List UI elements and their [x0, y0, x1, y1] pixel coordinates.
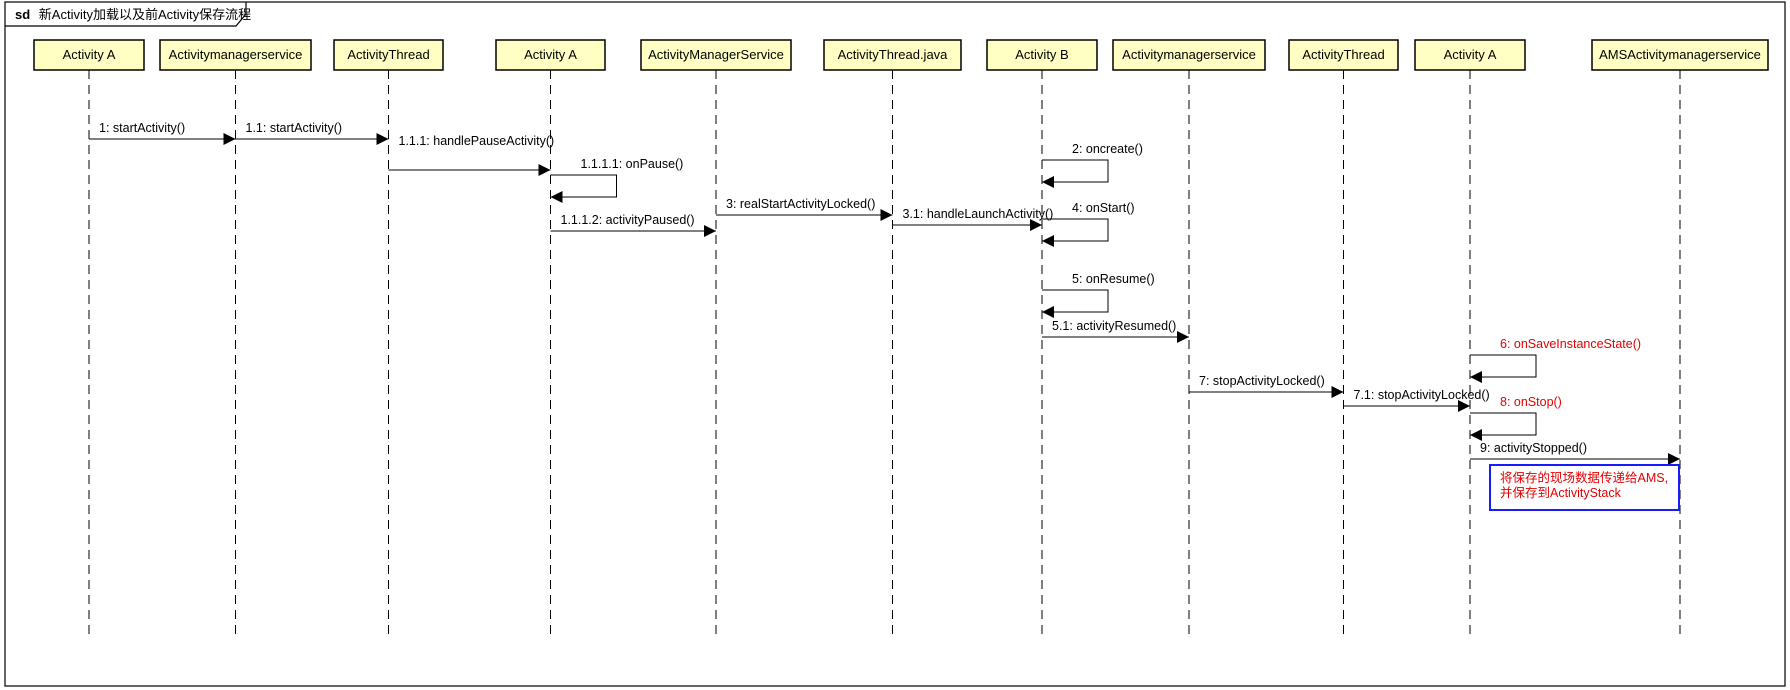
message: 7: stopActivityLocked() [1189, 374, 1344, 398]
messages: 1: startActivity() 1.1: startActivity() 1.… [89, 121, 1680, 465]
message: 1.1.1: handlePauseActivity() [388, 134, 555, 176]
lifeline-label: ActivityThread [1302, 47, 1384, 62]
lifeline-label: Activitymanagerservice [1122, 47, 1256, 62]
lifeline: Activity A [33, 39, 145, 640]
lifeline-box [495, 39, 606, 71]
message: 4: onStart() [1042, 201, 1135, 247]
lifeline: ActivityThread.java [823, 39, 962, 640]
lifeline: Activitymanagerservice [159, 39, 312, 640]
lifeline: ActivityManagerService [640, 39, 792, 640]
message: 1.1: startActivity() [235, 121, 389, 145]
message-label: 1.1.1: handlePauseActivity() [399, 134, 555, 148]
message-label: 9: activityStopped() [1480, 441, 1587, 455]
message-label: 3: realStartActivityLocked() [726, 197, 875, 211]
diagram-frame [4, 1, 1786, 687]
lifeline-label: ActivityThread.java [838, 47, 949, 62]
frame-keyword: sd [15, 7, 30, 22]
message: 5: onResume() [1042, 272, 1155, 318]
lifelines: Activity A Activitymanagerservice Activity… [33, 39, 1769, 640]
lifeline: Activitymanagerservice [1112, 39, 1266, 640]
message: 7.1: stopActivityLocked() [1343, 388, 1490, 412]
message: 2: oncreate() [1042, 142, 1143, 188]
lifeline-box [333, 39, 444, 71]
self-message-arrow [1470, 412, 1537, 441]
message: 6: onSaveInstanceState() [1470, 337, 1641, 383]
lifeline-label: AMSActivitymanagerservice [1599, 47, 1761, 62]
lifeline-box [640, 39, 792, 71]
lifeline-label: Activity A [1444, 47, 1497, 62]
lifeline-label: Activity A [524, 47, 577, 62]
message-label: 1: startActivity() [99, 121, 185, 135]
message-label: 2: oncreate() [1072, 142, 1143, 156]
lifeline: ActivityThread [333, 39, 444, 640]
lifeline-label: Activity B [1015, 47, 1068, 62]
lifeline-box [986, 39, 1098, 71]
message: 1.1.1.1: onPause() [550, 157, 684, 203]
lifeline-box [1288, 39, 1399, 71]
message: 1.1.1.2: activityPaused() [550, 213, 716, 237]
self-message-arrow [1042, 159, 1109, 188]
note-line-2: 并保存到ActivityStack [1500, 486, 1622, 500]
frame-title: sd 新Activity加载以及前Activity保存流程 [15, 7, 251, 22]
lifeline-label: ActivityManagerService [648, 47, 784, 62]
message-label: 7.1: stopActivityLocked() [1354, 388, 1490, 402]
lifeline-label: Activitymanagerservice [169, 47, 303, 62]
self-message-arrow [550, 174, 617, 203]
lifeline-box [823, 39, 962, 71]
note-line-1: 将保存的现场数据传递给AMS, [1500, 470, 1668, 485]
lifeline-box [1112, 39, 1266, 71]
note: 将保存的现场数据传递给AMS, 并保存到ActivityStack [1489, 464, 1680, 511]
message-label: 1.1: startActivity() [246, 121, 343, 135]
self-message-arrow [1042, 218, 1109, 247]
lifeline: Activity A [495, 39, 606, 640]
lifeline: Activity A [1414, 39, 1526, 640]
message-label: 4: onStart() [1072, 201, 1135, 215]
message-label: 5: onResume() [1072, 272, 1155, 286]
self-message-arrow [1042, 289, 1109, 318]
message-label: 7: stopActivityLocked() [1199, 374, 1325, 388]
self-message-arrow [1470, 354, 1537, 383]
lifeline-box [159, 39, 312, 71]
lifeline: Activity B [986, 39, 1098, 640]
message: 3.1: handleLaunchActivity() [892, 207, 1054, 231]
message-label: 8: onStop() [1500, 395, 1562, 409]
message: 9: activityStopped() [1470, 441, 1680, 465]
lifeline-box [33, 39, 145, 71]
message-label: 6: onSaveInstanceState() [1500, 337, 1641, 351]
lifeline: AMSActivitymanagerservice [1591, 39, 1769, 640]
message-label: 5.1: activityResumed() [1052, 319, 1176, 333]
lifeline-label: Activity A [63, 47, 116, 62]
lifeline: ActivityThread [1288, 39, 1399, 640]
lifeline-label: ActivityThread [347, 47, 429, 62]
message: 1: startActivity() [89, 121, 236, 145]
message: 5.1: activityResumed() [1042, 319, 1189, 343]
message: 3: realStartActivityLocked() [716, 197, 893, 221]
frame-title-tab [5, 2, 247, 27]
frame-title-text: 新Activity加载以及前Activity保存流程 [39, 7, 251, 22]
message-label: 3.1: handleLaunchActivity() [903, 207, 1054, 221]
message-label: 1.1.1.2: activityPaused() [561, 213, 695, 227]
note-box [1489, 464, 1680, 511]
lifeline-box [1591, 39, 1769, 71]
lifeline-box [1414, 39, 1526, 71]
message: 8: onStop() [1470, 395, 1562, 441]
message-label: 1.1.1.1: onPause() [581, 157, 684, 171]
